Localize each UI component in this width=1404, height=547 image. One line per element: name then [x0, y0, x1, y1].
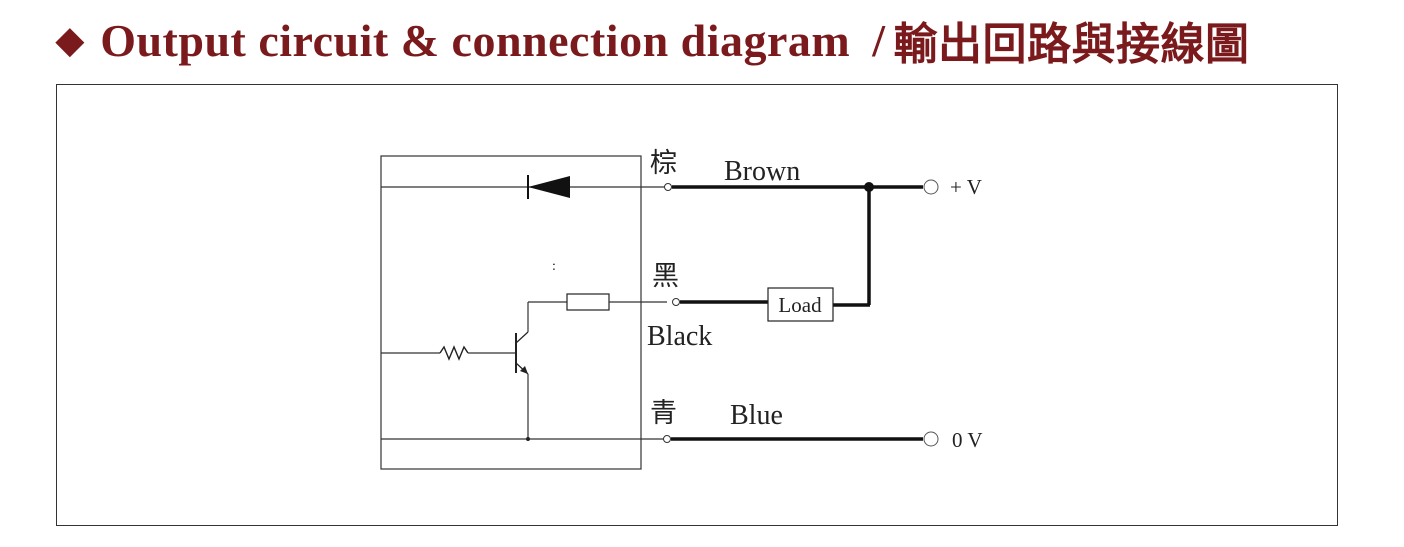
- brown-label-en: Brown: [724, 156, 800, 187]
- brown-label-cn: 棕: [650, 148, 677, 179]
- brown-terminal-circle: [664, 183, 672, 191]
- transistor-collector: [515, 331, 529, 344]
- diamond-bullet-icon: ◆: [56, 20, 85, 60]
- plus-v-label: + V: [950, 175, 982, 199]
- black-label-cn: 黑: [652, 261, 679, 292]
- black-label-en: Black: [647, 321, 712, 352]
- diode-icon: [528, 176, 570, 198]
- title-separator: /: [872, 14, 886, 66]
- load-label: Load: [778, 293, 822, 317]
- load-box: [767, 287, 834, 322]
- black-terminal-circle: [672, 298, 680, 306]
- blue-label-cn: 青: [650, 398, 677, 429]
- zero-v-label: 0 V: [952, 428, 983, 452]
- resistor-zigzag-icon: [439, 345, 469, 361]
- emitter-junction-dot: [526, 437, 530, 441]
- plus-v-terminal-icon: [923, 179, 939, 195]
- blue-terminal-circle: [663, 435, 671, 443]
- stray-mark: :: [552, 259, 556, 274]
- zero-v-terminal-icon: [923, 431, 939, 447]
- blue-label-en: Blue: [730, 400, 783, 431]
- title-english: Output circuit & connection diagram: [100, 14, 851, 66]
- transistor-arrow-icon: [520, 366, 528, 374]
- title-chinese: 輸出回路與接線圖: [893, 19, 1250, 70]
- sensor-body-box: [380, 155, 642, 470]
- output-resistor-icon: [566, 293, 610, 311]
- page-title: ◆ Output circuit & connection diagram / …: [56, 8, 1250, 72]
- diagram-frame: [56, 84, 1338, 526]
